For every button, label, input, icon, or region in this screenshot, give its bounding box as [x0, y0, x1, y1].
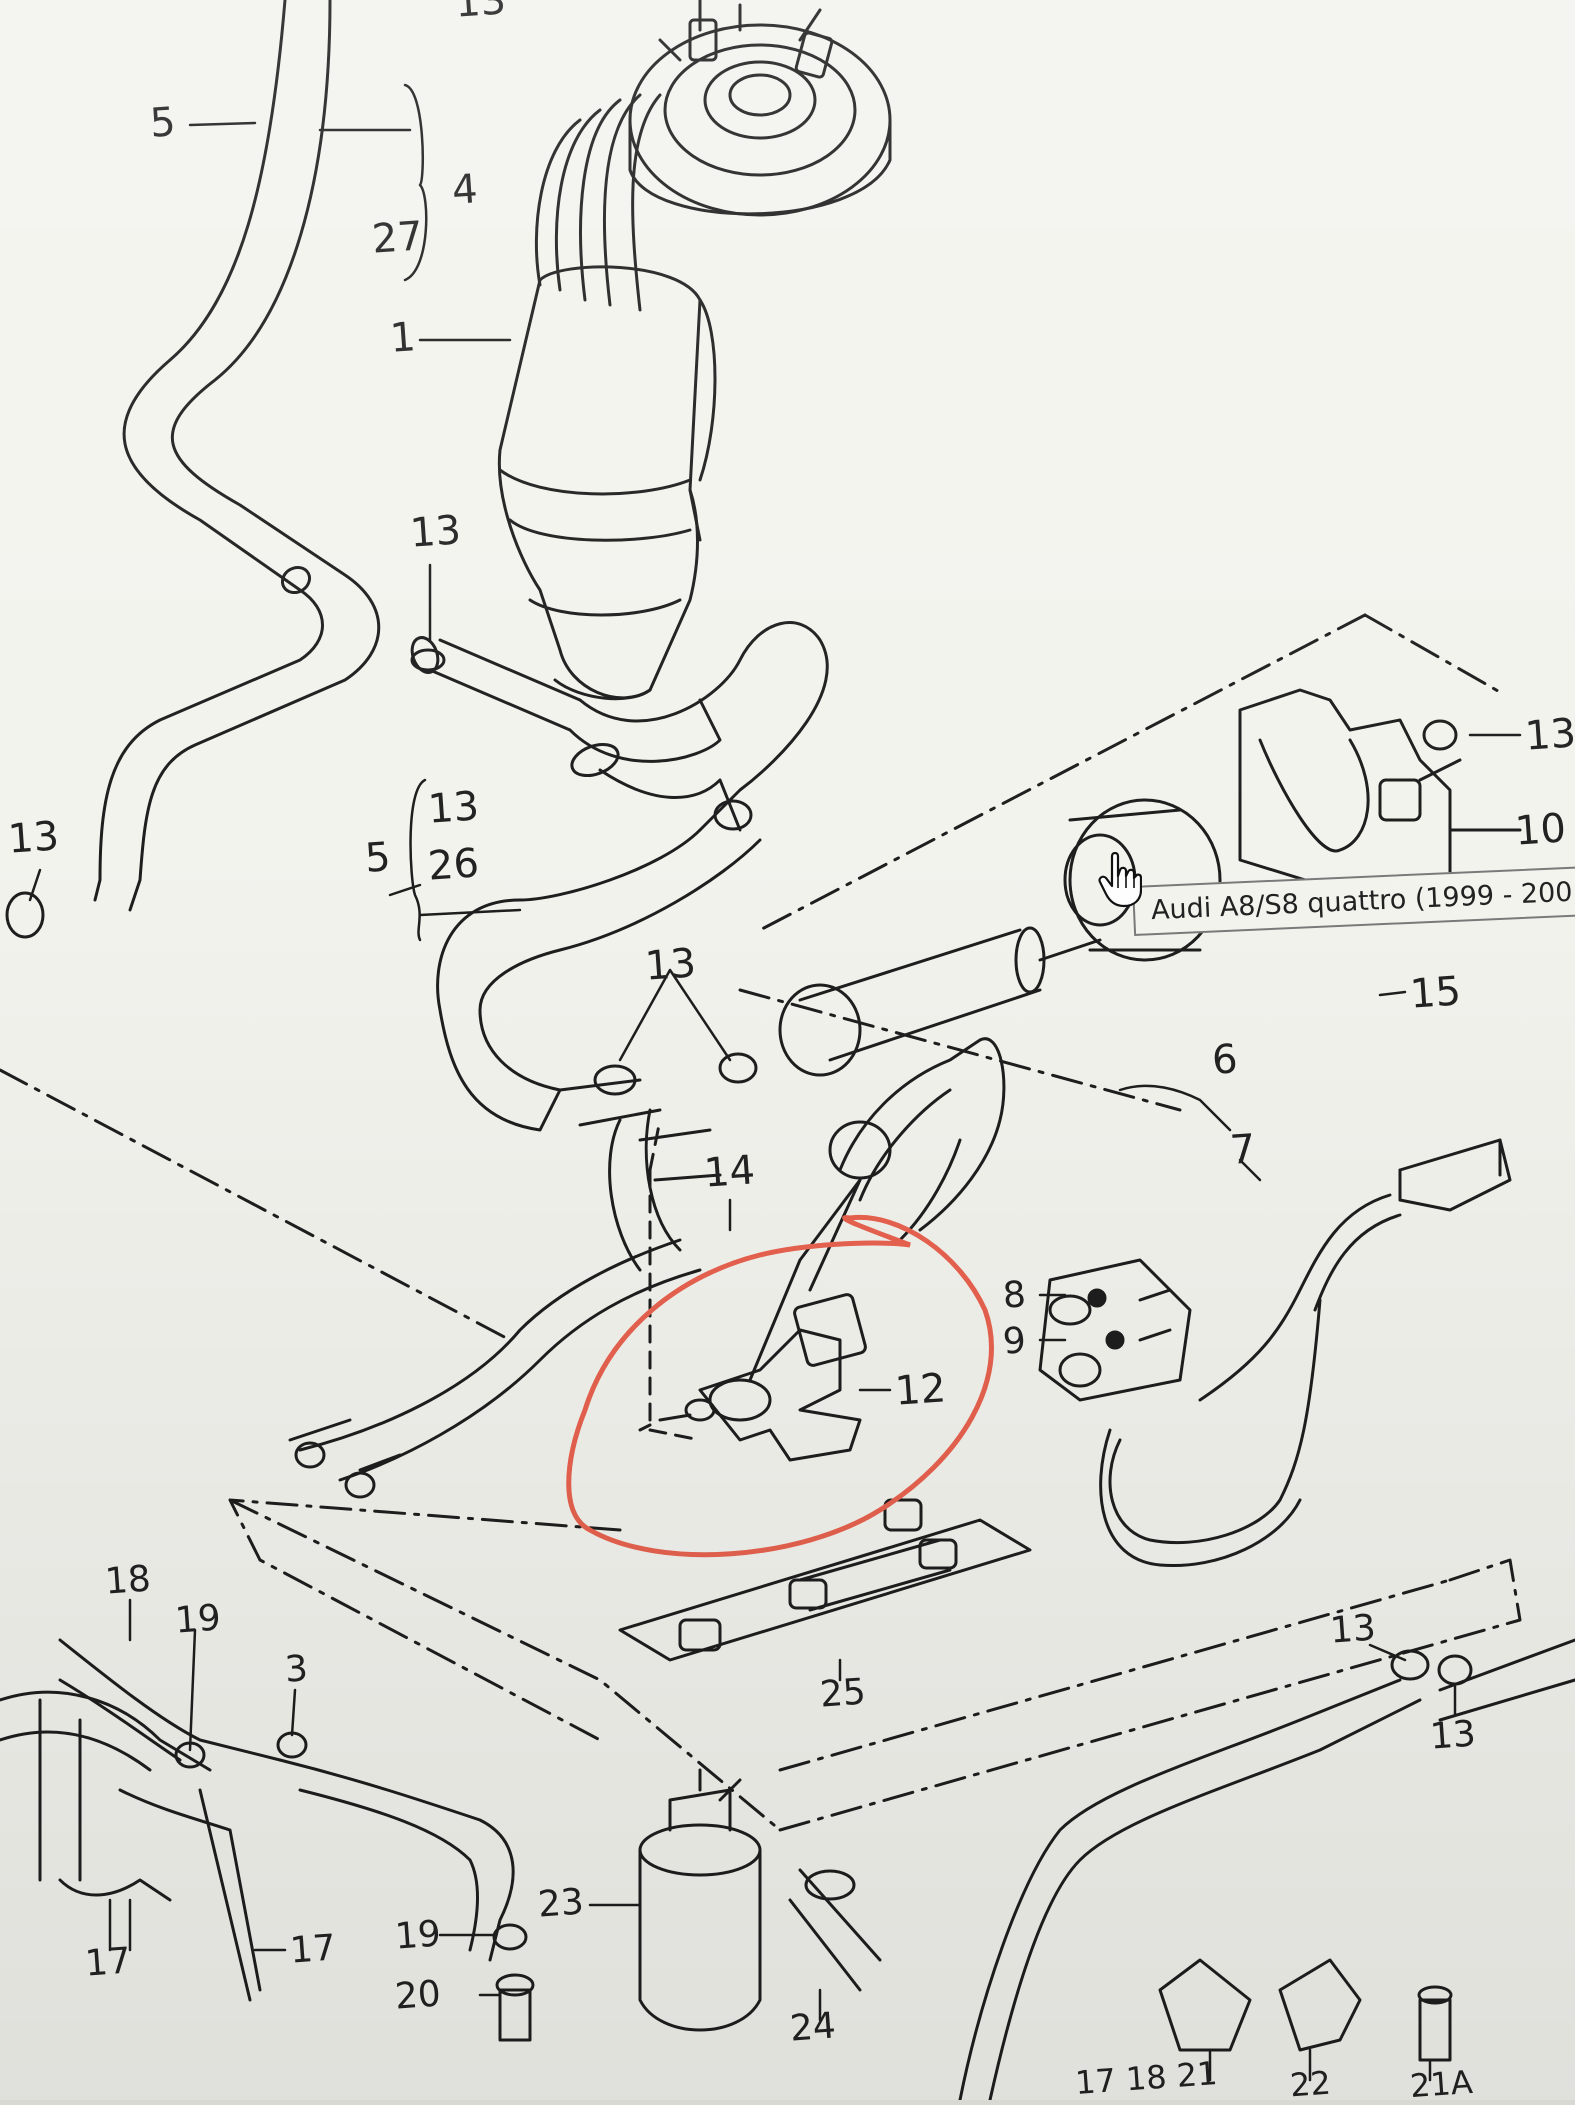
callout-leaders	[28, 83, 1522, 2082]
mounting-plate	[618, 1498, 1032, 1662]
callout-26: 26	[426, 840, 481, 890]
callout-15: 15	[1408, 968, 1463, 1018]
small-fittings	[495, 1868, 1453, 2062]
callout-18: 18	[103, 1558, 153, 1603]
callout-4: 4	[450, 166, 480, 214]
clip-bracket	[1038, 1258, 1192, 1402]
callout-3: 3	[283, 1648, 310, 1691]
callout-23: 23	[536, 1881, 586, 1926]
callout-19-bottom: 19	[393, 1913, 443, 1958]
callout-13-top: 13	[453, 0, 508, 27]
callout-7: 7	[1228, 1126, 1258, 1174]
fuel-line-bottom-right	[958, 1638, 1575, 2100]
hose-assembly-5	[410, 621, 829, 1272]
callout-17-left: 17	[83, 1940, 133, 1985]
callout-13-left: 13	[6, 813, 61, 863]
callout-14: 14	[702, 1147, 757, 1197]
fuel-line-bottom-left	[0, 1638, 515, 2002]
callout-25: 25	[818, 1671, 868, 1716]
inline-fuel-filter	[638, 1768, 762, 2032]
callout-1: 1	[388, 314, 418, 362]
fuel-line-lower	[288, 1238, 702, 1499]
callout-13-lower-a: 13	[1328, 1607, 1378, 1652]
hose-clamps	[5, 648, 1473, 1951]
callout-20: 20	[393, 1973, 443, 2018]
fuel-pump-assembly	[497, 0, 892, 701]
callout-19-top: 19	[173, 1597, 223, 1642]
callout-13-upper: 13	[408, 507, 463, 557]
highlight-circle	[566, 1214, 994, 1558]
callout-8: 8	[1001, 1274, 1028, 1317]
callout-12: 12	[893, 1365, 948, 1415]
hand-pointer-icon	[1098, 852, 1142, 908]
callout-27: 27	[370, 213, 425, 263]
callout-21a: 21A	[1408, 2062, 1474, 2105]
callout-13-right: 13	[1523, 710, 1575, 760]
fuel-line-left	[93, 0, 381, 912]
electrical-connector	[1099, 1138, 1512, 1568]
callout-5-group: 5	[363, 834, 393, 882]
callout-10: 10	[1513, 805, 1568, 855]
assembly-outline	[0, 613, 1522, 1832]
callout-24: 24	[788, 2005, 838, 2050]
callout-13-lower-b: 13	[1428, 1713, 1478, 1758]
callout-9: 9	[1001, 1320, 1028, 1363]
callout-13-center: 13	[643, 940, 698, 990]
callout-13-group5: 13	[426, 783, 481, 833]
callout-22: 22	[1288, 2063, 1332, 2105]
callout-6: 6	[1210, 1036, 1240, 1084]
callout-17-mid: 17	[288, 1927, 338, 1972]
callout-5-top: 5	[148, 99, 178, 147]
pressure-regulator	[638, 1118, 867, 1462]
fuel-filter	[778, 798, 1222, 1077]
callout-bottom-row: 17 18 21	[1073, 2054, 1219, 2102]
